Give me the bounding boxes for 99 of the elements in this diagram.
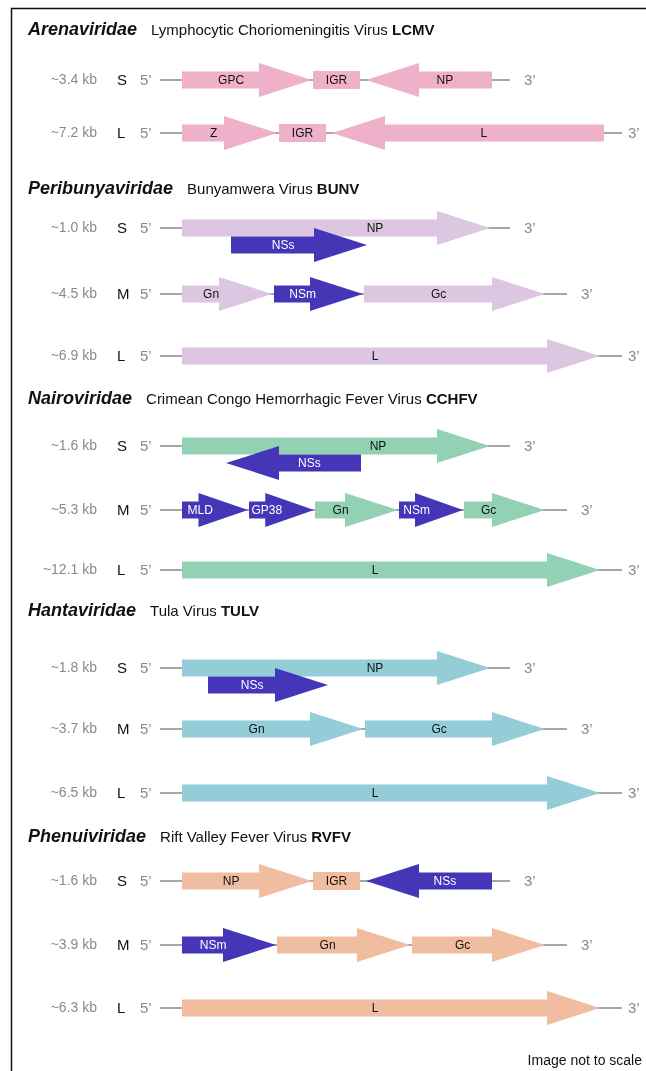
- gene-label: NP: [369, 439, 387, 453]
- genome-size: ~3.9 kb: [49, 936, 97, 952]
- genome-size: ~12.1 kb: [41, 561, 97, 577]
- gene-label: NSs: [271, 238, 295, 252]
- virus-name: Bunyamwera Virus BUNV: [187, 180, 360, 197]
- gene-label: Gn: [203, 287, 220, 301]
- segment-name: L: [117, 999, 126, 1016]
- gene-label: IGR: [325, 73, 348, 87]
- five-prime-label: 5’: [140, 720, 152, 737]
- genome-size: ~7.2 kb: [49, 124, 97, 140]
- genome-size: ~1.8 kb: [49, 659, 97, 675]
- three-prime-label: 3’: [628, 561, 640, 578]
- virus-name: Crimean Congo Hemorrhagic Fever Virus CCHFV: [146, 390, 478, 407]
- note: Image not to scale: [527, 1052, 642, 1068]
- segment-name: M: [117, 720, 130, 737]
- gene-label: NSs: [240, 678, 264, 692]
- virus-name: Tula Virus TULV: [150, 602, 259, 619]
- three-prime-label: 3’: [581, 720, 593, 737]
- family-name: Nairoviridae: [28, 388, 133, 409]
- three-prime-label: 3’: [628, 347, 640, 364]
- gene-label: Gc: [431, 722, 447, 736]
- five-prime-label: 5’: [140, 784, 152, 801]
- gene-label: NSs: [433, 874, 457, 888]
- segment-name: S: [117, 437, 127, 454]
- gene-label: GPC: [218, 73, 245, 87]
- five-prime-label: 5’: [140, 347, 152, 364]
- gene-label: L: [371, 563, 379, 577]
- segment-name: S: [117, 659, 127, 676]
- three-prime-label: 3’: [524, 659, 536, 676]
- gene-label: Gn: [248, 722, 265, 736]
- three-prime-label: 3’: [628, 999, 640, 1016]
- gene-label: IGR: [291, 126, 314, 140]
- genome-size: ~3.7 kb: [49, 720, 97, 736]
- gene-label: L: [371, 349, 379, 363]
- gene-label: Gc: [480, 503, 497, 517]
- genome-size: ~1.0 kb: [49, 219, 97, 235]
- gene-label: MLD: [187, 503, 213, 517]
- genome-size: ~1.6 kb: [49, 872, 97, 888]
- genome-size: ~6.3 kb: [49, 999, 97, 1015]
- five-prime-label: 5’: [140, 437, 152, 454]
- five-prime-label: 5’: [140, 999, 152, 1016]
- five-prime-label: 5’: [140, 501, 152, 518]
- family-name: Peribunyaviridae: [28, 178, 174, 199]
- segment-name: M: [117, 285, 130, 302]
- segment-name: S: [117, 219, 127, 236]
- gene-label: Gn: [332, 503, 349, 517]
- gene-label: L: [480, 126, 488, 140]
- segment-name: L: [117, 124, 126, 141]
- five-prime-label: 5’: [140, 936, 152, 953]
- three-prime-label: 3’: [628, 784, 640, 801]
- gene-label: Gc: [454, 938, 471, 952]
- gene-label: NP: [222, 874, 240, 888]
- gene-label: NP: [366, 661, 384, 675]
- three-prime-label: 3’: [581, 501, 593, 518]
- gene-label: NSm: [289, 287, 316, 301]
- segment-name: L: [117, 784, 126, 801]
- three-prime-label: 3’: [581, 285, 593, 302]
- segment-name: S: [117, 71, 127, 88]
- three-prime-label: 3’: [628, 124, 640, 141]
- gene-label: NSs: [298, 456, 321, 470]
- gene-label: NSm: [403, 503, 430, 517]
- gene-label: NSm: [199, 938, 227, 952]
- gene-label: Gn: [319, 938, 336, 952]
- gene-label: GP38: [251, 503, 283, 517]
- five-prime-label: 5’: [140, 659, 152, 676]
- three-prime-label: 3’: [524, 71, 536, 88]
- genome-size: ~1.6 kb: [49, 437, 97, 453]
- segment-name: L: [117, 347, 126, 364]
- genome-size: ~3.4 kb: [49, 71, 97, 87]
- three-prime-label: 3’: [524, 219, 536, 236]
- virus-name: Rift Valley Fever Virus RVFV: [160, 828, 351, 845]
- five-prime-label: 5’: [140, 285, 152, 302]
- segment-name: M: [117, 936, 130, 953]
- five-prime-label: 5’: [140, 872, 152, 889]
- virus-name: Lymphocytic Choriomeningitis Virus LCMV: [151, 21, 435, 38]
- genome-size: ~6.9 kb: [49, 347, 97, 363]
- five-prime-label: 5’: [140, 124, 152, 141]
- gene-label: L: [371, 1001, 379, 1015]
- five-prime-label: 5’: [140, 71, 152, 88]
- five-prime-label: 5’: [140, 219, 152, 236]
- gene-label: Gc: [430, 287, 447, 301]
- genome-size: ~6.5 kb: [49, 784, 97, 800]
- gene-label: NP: [366, 221, 384, 235]
- five-prime-label: 5’: [140, 561, 152, 578]
- gene-label: L: [371, 786, 379, 800]
- three-prime-label: 3’: [524, 872, 536, 889]
- genome-size: ~5.3 kb: [49, 501, 97, 517]
- gene-label: IGR: [325, 874, 348, 888]
- three-prime-label: 3’: [524, 437, 536, 454]
- family-name: Hantaviridae: [28, 600, 137, 621]
- segment-name: S: [117, 872, 127, 889]
- gene-label: Z: [209, 126, 218, 140]
- genome-size: ~4.5 kb: [49, 285, 97, 301]
- gene-label: NP: [436, 73, 454, 87]
- family-name: Phenuiviridae: [28, 826, 147, 847]
- segment-name: L: [117, 561, 126, 578]
- three-prime-label: 3’: [581, 936, 593, 953]
- family-name: Arenaviridae: [28, 19, 138, 40]
- segment-name: M: [117, 501, 130, 518]
